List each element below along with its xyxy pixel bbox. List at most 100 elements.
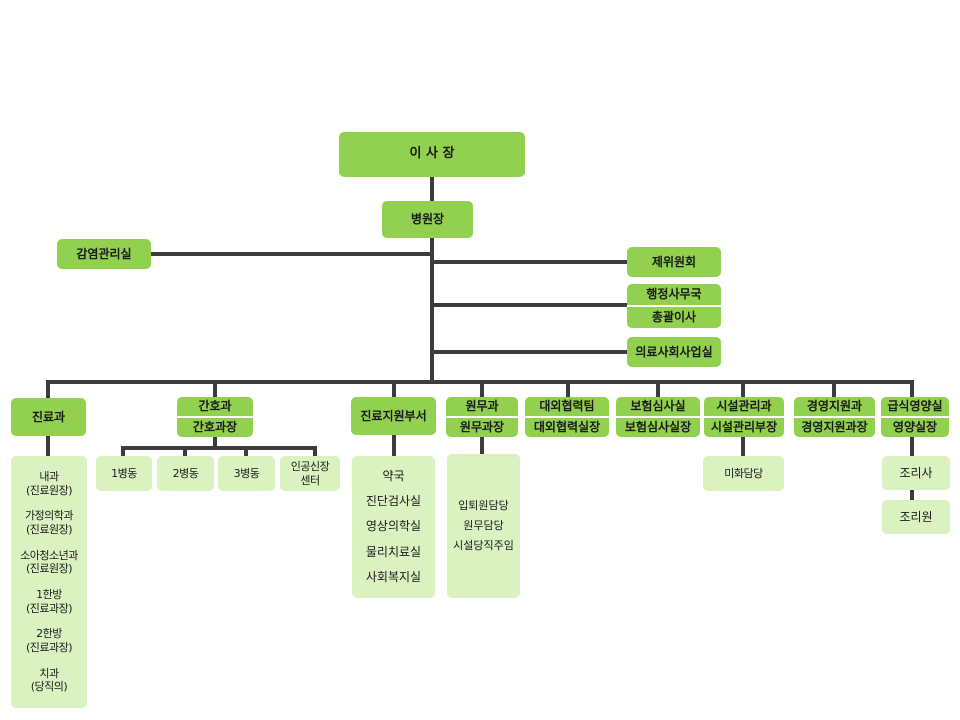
list-item-sub: (진료원장) bbox=[25, 562, 73, 576]
cook-assistant-label: 조리원 bbox=[899, 509, 933, 524]
list-item: 영상의학실 bbox=[365, 519, 422, 534]
connector-infection-control bbox=[150, 252, 432, 256]
insurance-review-label: 보험심사실 bbox=[616, 397, 700, 418]
list-item: 시설당직주임 bbox=[453, 538, 514, 552]
general-affairs-head-label: 원무과장 bbox=[459, 420, 505, 434]
list-item: 원무담당 bbox=[463, 519, 504, 533]
connector-drop-general-affairs bbox=[480, 380, 484, 398]
ward-label: 3병동 bbox=[233, 466, 260, 480]
director-box: 병원장 bbox=[382, 201, 473, 238]
connector-drop-nutrition bbox=[910, 380, 914, 398]
ward-box: 인공신장 센터 bbox=[280, 456, 340, 491]
ward-box: 3병동 bbox=[218, 456, 275, 491]
list-item: 입퇴원담당 bbox=[458, 499, 509, 513]
nutrition-head-label: 영양실장 bbox=[892, 420, 938, 434]
external-relations-label: 대외협력팀 bbox=[525, 397, 609, 418]
management-support-box: 경영지원과 경영지원과장 bbox=[794, 397, 875, 437]
list-item-label: 2한방 bbox=[36, 627, 62, 641]
ward-label: 2병동 bbox=[172, 466, 199, 480]
ward-label: 1병동 bbox=[111, 466, 137, 480]
nursing-dept-label: 간호과 bbox=[177, 397, 253, 418]
infection-control-label: 감염관리실 bbox=[76, 246, 132, 261]
connector-support-list bbox=[392, 434, 396, 456]
facility-dept-box: 시설관리과 시설관리부장 bbox=[704, 397, 784, 437]
list-item-sub: (당직의) bbox=[30, 680, 68, 694]
list-item: 내과(진료원장) bbox=[26, 469, 73, 498]
chairman-label: 이 사 장 bbox=[409, 146, 455, 162]
connector-drop-medical bbox=[46, 380, 50, 400]
list-item: 1한방(진료과장) bbox=[25, 587, 73, 616]
connector-ward-3 bbox=[244, 446, 248, 458]
admin-office-label: 행정사무국 bbox=[627, 284, 721, 307]
list-item-sub: (진료과장) bbox=[25, 601, 73, 615]
external-relations-head-label: 대외협력실장 bbox=[533, 420, 601, 434]
nutrition-dept-box: 급식영양실 영양실장 bbox=[881, 397, 949, 437]
social-work-box: 의료사회사업실 bbox=[627, 337, 721, 367]
management-support-head-label: 경영지원과장 bbox=[801, 420, 868, 434]
list-item-label: 내과 bbox=[39, 469, 59, 483]
facility-head-label: 시설관리부장 bbox=[710, 420, 778, 434]
connector-nursing-bar bbox=[121, 446, 317, 450]
connector-drop-external bbox=[566, 380, 570, 398]
list-item-label: 1한방 bbox=[36, 587, 62, 601]
cleaning-label: 미화담당 bbox=[724, 466, 763, 480]
connector-nursing-stem bbox=[213, 436, 217, 448]
medical-list: 내과(진료원장) 가정의학과(진료원장) 소아청소년과(진료원장) 1한방(진료… bbox=[11, 456, 87, 708]
insurance-review-head-label: 보험심사실장 bbox=[624, 420, 692, 434]
ward-box: 1병동 bbox=[96, 456, 152, 491]
connector-social-work bbox=[432, 350, 628, 354]
committee-label: 제위원회 bbox=[651, 254, 697, 269]
list-item: 진단검사실 bbox=[365, 494, 422, 509]
ward-box: 2병동 bbox=[157, 456, 214, 491]
connector-main-trunk bbox=[430, 238, 434, 383]
external-relations-box: 대외협력팀 대외협력실장 bbox=[525, 397, 609, 437]
support-dept-box: 진료지원부서 bbox=[351, 397, 436, 435]
medical-dept-label: 진료과 bbox=[31, 409, 66, 424]
nursing-dept-box: 간호과 간호과장 bbox=[177, 397, 253, 437]
list-item: 2한방(진료과장) bbox=[25, 627, 73, 655]
connector-committee bbox=[432, 260, 628, 264]
list-item: 치과(당직의) bbox=[30, 666, 68, 695]
connector-drop-nursing bbox=[213, 380, 217, 398]
ward-label: 인공신장 센터 bbox=[290, 459, 330, 487]
list-item-label: 치과 bbox=[39, 666, 59, 680]
connector-drop-support bbox=[392, 380, 396, 398]
insurance-review-box: 보험심사실 보험심사실장 bbox=[616, 397, 700, 437]
connector-ward-4 bbox=[313, 446, 317, 458]
cook-assistant-box: 조리원 bbox=[882, 500, 950, 534]
list-item: 가정의학과(진료원장) bbox=[24, 509, 74, 537]
list-item-label: 소아청소년과 bbox=[20, 548, 78, 562]
cook-label: 조리사 bbox=[899, 465, 933, 480]
infection-control-box: 감염관리실 bbox=[57, 239, 151, 269]
list-item: 사회복지실 bbox=[365, 569, 422, 584]
list-item: 소아청소년과(진료원장) bbox=[20, 549, 78, 577]
connector-facility-child bbox=[741, 436, 745, 456]
general-affairs-label: 원무과 bbox=[446, 397, 518, 418]
cook-box: 조리사 bbox=[882, 456, 950, 490]
list-item: 물리치료실 bbox=[365, 544, 422, 559]
general-affairs-box: 원무과 원무과장 bbox=[446, 397, 518, 437]
support-dept-label: 진료지원부서 bbox=[360, 408, 427, 423]
cleaning-box: 미화담당 bbox=[703, 456, 784, 491]
list-item-label: 가정의학과 bbox=[24, 509, 74, 523]
social-work-label: 의료사회사업실 bbox=[635, 344, 713, 359]
management-support-label: 경영지원과 bbox=[794, 397, 875, 418]
connector-medical-list bbox=[46, 436, 50, 456]
list-item-sub: (진료원장) bbox=[25, 522, 73, 536]
chairman-box: 이 사 장 bbox=[339, 132, 525, 177]
connector-general-affairs-list bbox=[480, 436, 484, 454]
general-affairs-list: 입퇴원담당 원무담당 시설당직주임 bbox=[447, 454, 520, 598]
nutrition-dept-label: 급식영양실 bbox=[881, 397, 949, 418]
connector-drop-facility bbox=[741, 380, 745, 398]
connector-drop-management bbox=[832, 380, 836, 398]
admin-office-box: 행정사무국 총괄이사 bbox=[627, 284, 721, 328]
nursing-head-label: 간호과장 bbox=[192, 420, 238, 434]
connector-nutrition-child-2 bbox=[910, 488, 914, 500]
admin-office-head-label: 총괄이사 bbox=[651, 310, 697, 324]
connector-nutrition-child-1 bbox=[910, 436, 914, 456]
list-item: 약국 bbox=[382, 469, 405, 484]
connector-admin-office bbox=[432, 303, 628, 307]
connector-drop-insurance bbox=[656, 380, 660, 398]
facility-dept-label: 시설관리과 bbox=[704, 397, 784, 418]
list-item-sub: (진료과장) bbox=[25, 640, 73, 654]
